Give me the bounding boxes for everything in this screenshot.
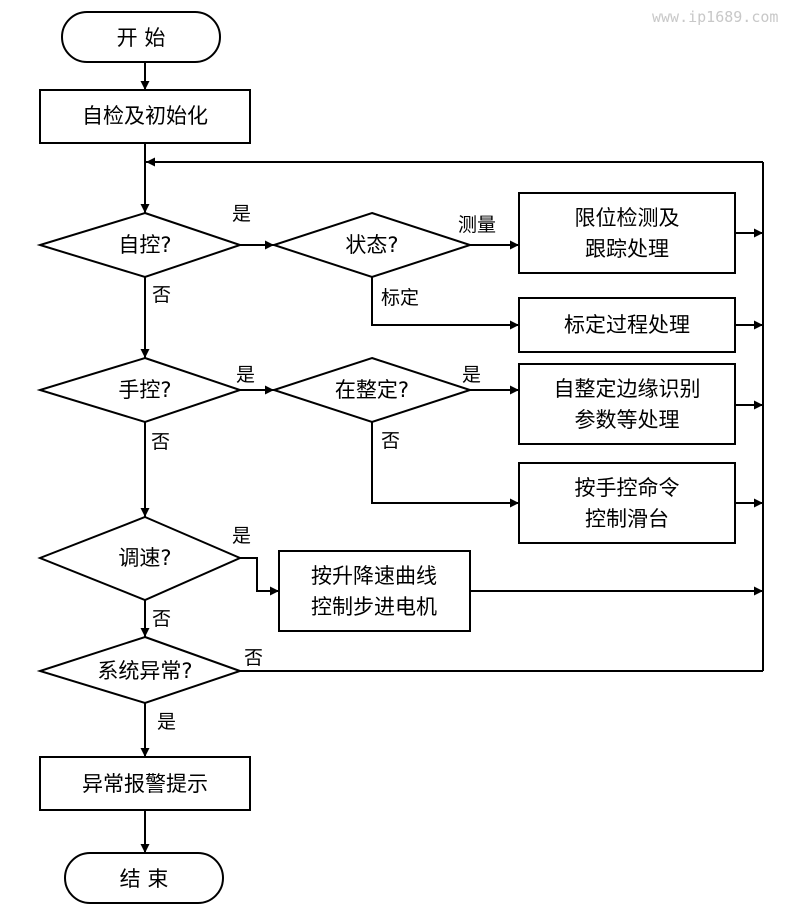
arrow-speed-curve	[240, 557, 279, 596]
decision-auto-label: 自控?	[118, 233, 171, 257]
manualctrl-label-1: 按手控命令	[575, 476, 680, 500]
calib-box: 标定过程处理	[518, 297, 736, 353]
alarm-box: 异常报警提示	[39, 756, 251, 811]
alarm-label: 异常报警提示	[82, 772, 208, 796]
connectors	[140, 62, 764, 853]
speedcurve-label-2: 控制步进电机	[311, 595, 437, 619]
init-label: 自检及初始化	[82, 104, 208, 128]
limit-box: 限位检测及 跟踪处理	[518, 192, 736, 274]
edge-label-error-yes: 是	[157, 711, 176, 733]
edge-label-speed-yes: 是	[232, 525, 251, 547]
decision-state: 状态?	[270, 211, 474, 279]
edge-label-state-calib: 标定	[381, 287, 419, 309]
decision-error: 系统异常?	[36, 635, 244, 705]
decision-state-label: 状态?	[345, 233, 398, 257]
speedcurve-box: 按升降速曲线 控制步进电机	[278, 550, 471, 632]
manualctrl-label-2: 控制滑台	[585, 507, 669, 531]
edge-label-auto-yes: 是	[232, 203, 251, 225]
init-box: 自检及初始化	[39, 89, 251, 144]
end-node: 结 束	[64, 852, 224, 904]
edge-label-auto-no: 否	[152, 284, 171, 306]
limit-label-2: 跟踪处理	[585, 237, 669, 261]
start-node: 开 始	[61, 11, 221, 63]
decision-tuning: 在整定?	[270, 356, 474, 424]
edge-label-manual-no: 否	[151, 431, 170, 453]
limit-label-1: 限位检测及	[575, 206, 680, 230]
decision-tuning-label: 在整定?	[335, 378, 409, 402]
edge-label-error-no: 否	[244, 647, 263, 669]
decision-manual: 手控?	[36, 356, 244, 424]
start-label: 开 始	[117, 26, 166, 50]
edge-labels: 是 否 测量 标定 是 否 是 否 是 否 否 是	[151, 203, 496, 733]
selftune-label-2: 参数等处理	[575, 408, 680, 432]
arrow-tuning-manualctrl	[371, 422, 519, 508]
edge-label-speed-no: 否	[152, 608, 171, 630]
edge-label-tuning-no: 否	[381, 430, 400, 452]
arrow-state-calib	[371, 277, 519, 330]
edge-label-manual-yes: 是	[236, 364, 255, 386]
edge-label-tuning-yes: 是	[462, 364, 481, 386]
decision-error-label: 系统异常?	[97, 659, 192, 683]
end-label: 结 束	[120, 867, 169, 891]
edge-label-state-measure: 测量	[458, 214, 496, 236]
calib-label: 标定过程处理	[564, 313, 690, 337]
decision-speed-label: 调速?	[118, 546, 171, 570]
speedcurve-label-1: 按升降速曲线	[311, 564, 437, 588]
selftune-label-1: 自整定边缘识别	[554, 377, 701, 401]
decision-manual-label: 手控?	[118, 378, 171, 402]
decision-auto: 自控?	[36, 211, 244, 279]
watermark: www.ip1689.com	[652, 8, 778, 26]
selftune-box: 自整定边缘识别 参数等处理	[518, 363, 736, 445]
decision-speed: 调速?	[37, 515, 243, 602]
manualctrl-box: 按手控命令 控制滑台	[518, 462, 736, 544]
